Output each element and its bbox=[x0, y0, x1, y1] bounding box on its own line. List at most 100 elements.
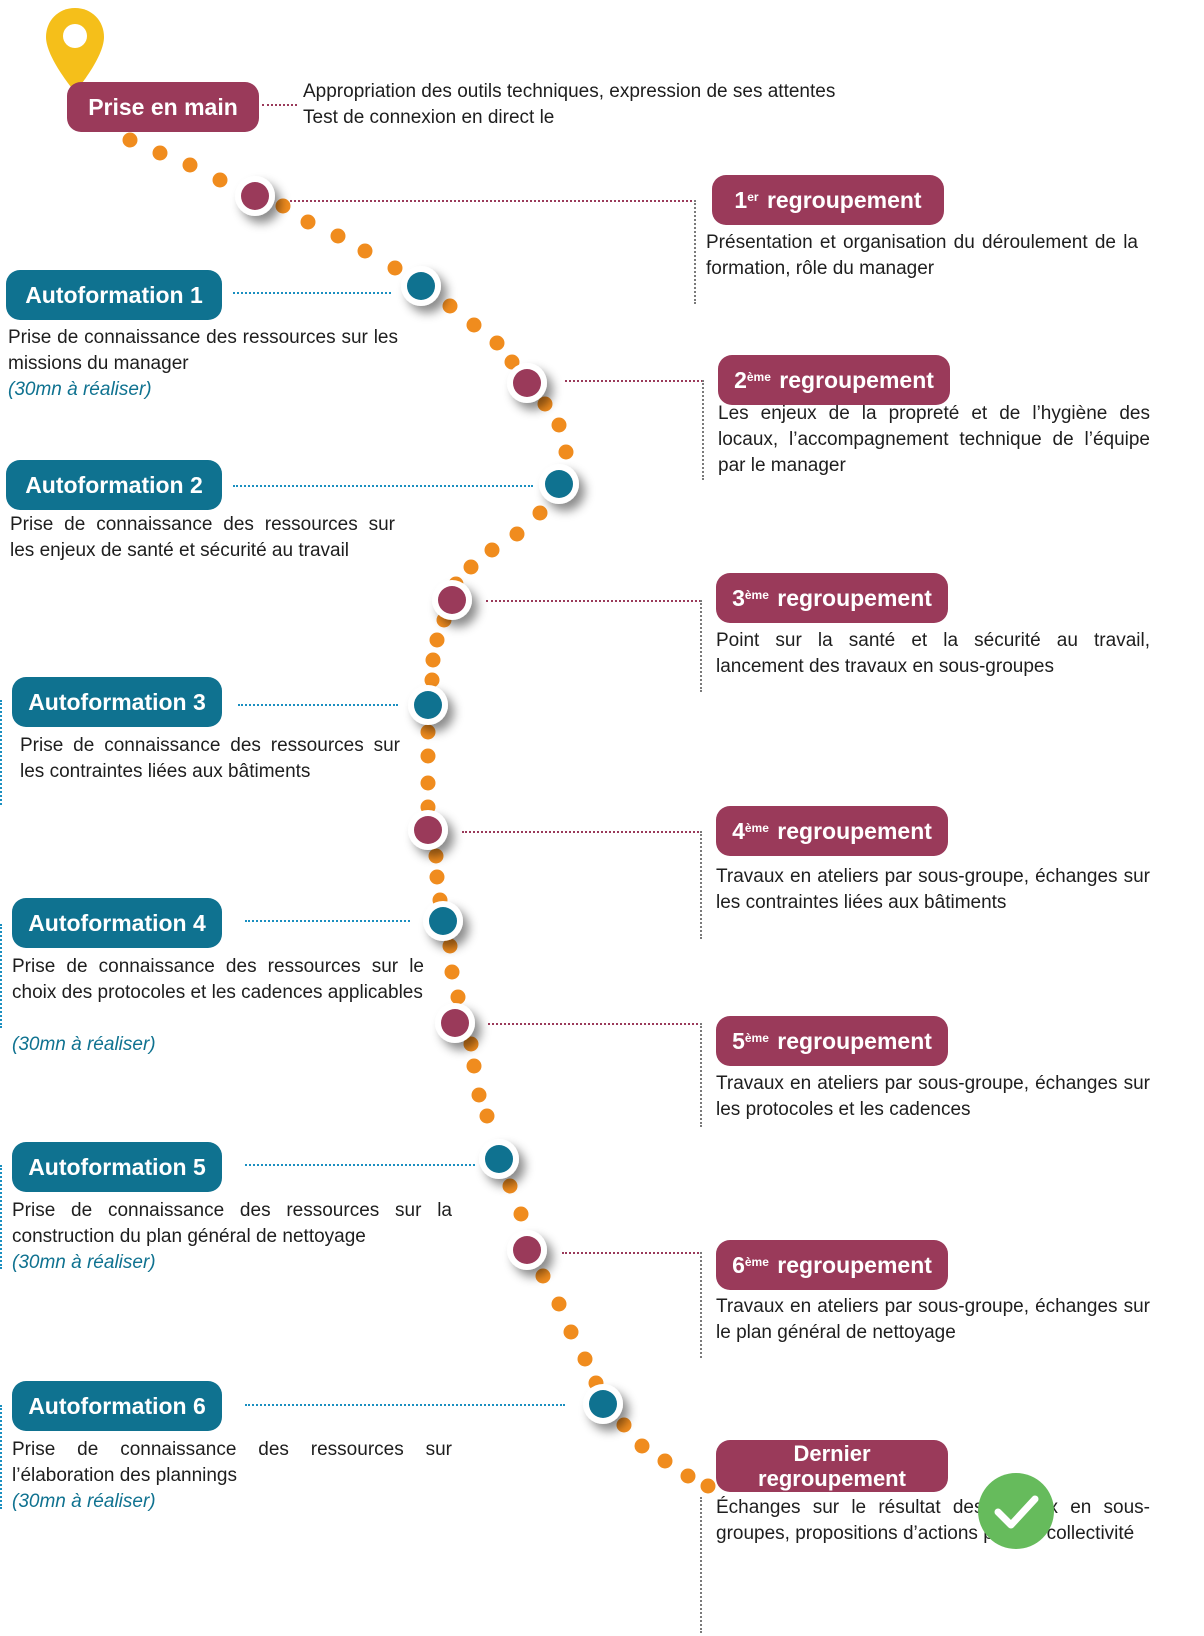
autoformation-3-label: Autoformation 3 bbox=[12, 677, 222, 727]
final-label: Dernier regroupement bbox=[716, 1440, 948, 1492]
autoformation-3-rule bbox=[0, 700, 2, 805]
autoformation-6-rule bbox=[0, 1405, 2, 1509]
route-dot bbox=[442, 938, 458, 954]
autoformation-2-connector bbox=[233, 485, 533, 487]
regroupement-3-node bbox=[432, 580, 472, 620]
regroupement-3-rule bbox=[700, 600, 702, 692]
route-dot bbox=[466, 317, 482, 333]
route-dot bbox=[425, 652, 441, 668]
route-dot bbox=[152, 145, 168, 161]
route-dot bbox=[634, 1438, 650, 1454]
regroupement-5-sup: ème bbox=[744, 1031, 769, 1045]
autoformation-2-text: Prise de connaissance des ressources sur… bbox=[10, 514, 395, 561]
autoformation-1-connector bbox=[233, 292, 391, 294]
final-text: Échanges sur le résultat des travaux en … bbox=[716, 1497, 1150, 1544]
autoformation-4-connector bbox=[245, 920, 410, 922]
regroupement-4-connector bbox=[462, 831, 702, 833]
regroupement-2-node bbox=[507, 363, 547, 403]
autoformation-4-label: Autoformation 4 bbox=[12, 898, 222, 948]
regroupement-1-text: Présentation et organisation du déroulem… bbox=[706, 232, 1138, 279]
route-dot bbox=[504, 354, 520, 370]
regroupement-6-rule bbox=[700, 1252, 702, 1358]
route-dot bbox=[357, 243, 373, 259]
route-dot bbox=[616, 1417, 632, 1433]
regroupement-3-text: Point sur la santé et la sécurité au tra… bbox=[716, 630, 1150, 677]
route-dot bbox=[479, 1108, 495, 1124]
route-dot bbox=[275, 198, 291, 214]
autoformation-3-text: Prise de connaissance des ressources sur… bbox=[20, 735, 400, 782]
route-dot bbox=[122, 132, 138, 148]
regroupement-4-num: 4 bbox=[732, 817, 745, 844]
autoformation-5-connector bbox=[245, 1164, 475, 1166]
autoformation-3-connector bbox=[238, 704, 398, 706]
regroupement-2-text: Les enjeux de la propreté et de l’hygièn… bbox=[718, 403, 1150, 476]
autoformation-5-node bbox=[479, 1139, 519, 1179]
regroupement-5-node bbox=[435, 1003, 475, 1043]
route-dot bbox=[484, 542, 500, 558]
route-dot bbox=[420, 775, 436, 791]
regroupement-3-sup: ème bbox=[744, 588, 769, 602]
regroupement-1-sup: er bbox=[747, 190, 759, 204]
autoformation-6-connector bbox=[245, 1404, 565, 1406]
autoformation-5-label: Autoformation 5 bbox=[12, 1142, 222, 1192]
regroupement-5-word: regroupement bbox=[777, 1027, 932, 1054]
route-dot bbox=[551, 1296, 567, 1312]
start-description: Appropriation des outils techniques, exp… bbox=[303, 81, 836, 128]
route-dot bbox=[466, 1058, 482, 1074]
route-dot bbox=[471, 1087, 487, 1103]
regroupement-5-text: Travaux en ateliers par sous-groupe, éch… bbox=[716, 1073, 1150, 1120]
route-dot bbox=[680, 1468, 696, 1484]
regroupement-2-num: 2 bbox=[734, 366, 747, 393]
check-circle-icon bbox=[978, 1473, 1054, 1549]
autoformation-5-text: Prise de connaissance des ressources sur… bbox=[12, 1200, 452, 1247]
route-dot bbox=[330, 228, 346, 244]
regroupement-2-connector bbox=[565, 380, 703, 382]
autoformation-1-note: (30mn à réaliser) bbox=[8, 379, 152, 400]
regroupement-3-connector bbox=[486, 600, 701, 602]
regroupement-1-node bbox=[235, 176, 275, 216]
route-dot bbox=[502, 1178, 518, 1194]
regroupement-1-rule bbox=[694, 200, 696, 304]
route-dot bbox=[463, 1036, 479, 1052]
autoformation-6-node bbox=[583, 1384, 623, 1424]
autoformation-6-note: (30mn à réaliser) bbox=[12, 1491, 156, 1512]
regroupement-1-connector bbox=[290, 200, 696, 202]
start-label: Prise en main bbox=[67, 82, 259, 132]
route-dot bbox=[442, 298, 458, 314]
final-label-line2: regroupement bbox=[758, 1466, 906, 1491]
route-dot bbox=[537, 396, 553, 412]
regroupement-6-node bbox=[507, 1230, 547, 1270]
regroupement-3-word: regroupement bbox=[777, 584, 932, 611]
regroupement-5-connector bbox=[488, 1023, 702, 1025]
autoformation-4-text: Prise de connaissance des ressources sur… bbox=[12, 956, 424, 1003]
route-dot bbox=[450, 989, 466, 1005]
autoformation-1-text: Prise de connaissance des ressources sur… bbox=[8, 327, 398, 374]
autoformation-5-rule bbox=[0, 1165, 2, 1269]
autoformation-1-node bbox=[401, 266, 441, 306]
route-dot bbox=[420, 748, 436, 764]
regroupement-6-sup: ème bbox=[744, 1255, 769, 1269]
route-dot bbox=[657, 1453, 673, 1469]
map-pin-icon bbox=[46, 8, 104, 92]
autoformation-4-rule bbox=[0, 924, 2, 1028]
regroupement-5-rule bbox=[700, 1023, 702, 1127]
regroupement-5-num: 5 bbox=[732, 1027, 745, 1054]
regroupement-1-word: regroupement bbox=[766, 186, 922, 213]
autoformation-4-note: (30mn à réaliser) bbox=[12, 1034, 156, 1055]
route-dot bbox=[558, 444, 574, 460]
route-dot bbox=[428, 848, 444, 864]
regroupement-4-rule bbox=[700, 831, 702, 939]
autoformation-3-node bbox=[408, 685, 448, 725]
route-dot bbox=[429, 632, 445, 648]
autoformation-2-label: Autoformation 2 bbox=[6, 460, 222, 510]
regroupement-1-num: 1 bbox=[734, 186, 748, 213]
route-dot bbox=[489, 335, 505, 351]
route-dot bbox=[577, 1351, 593, 1367]
